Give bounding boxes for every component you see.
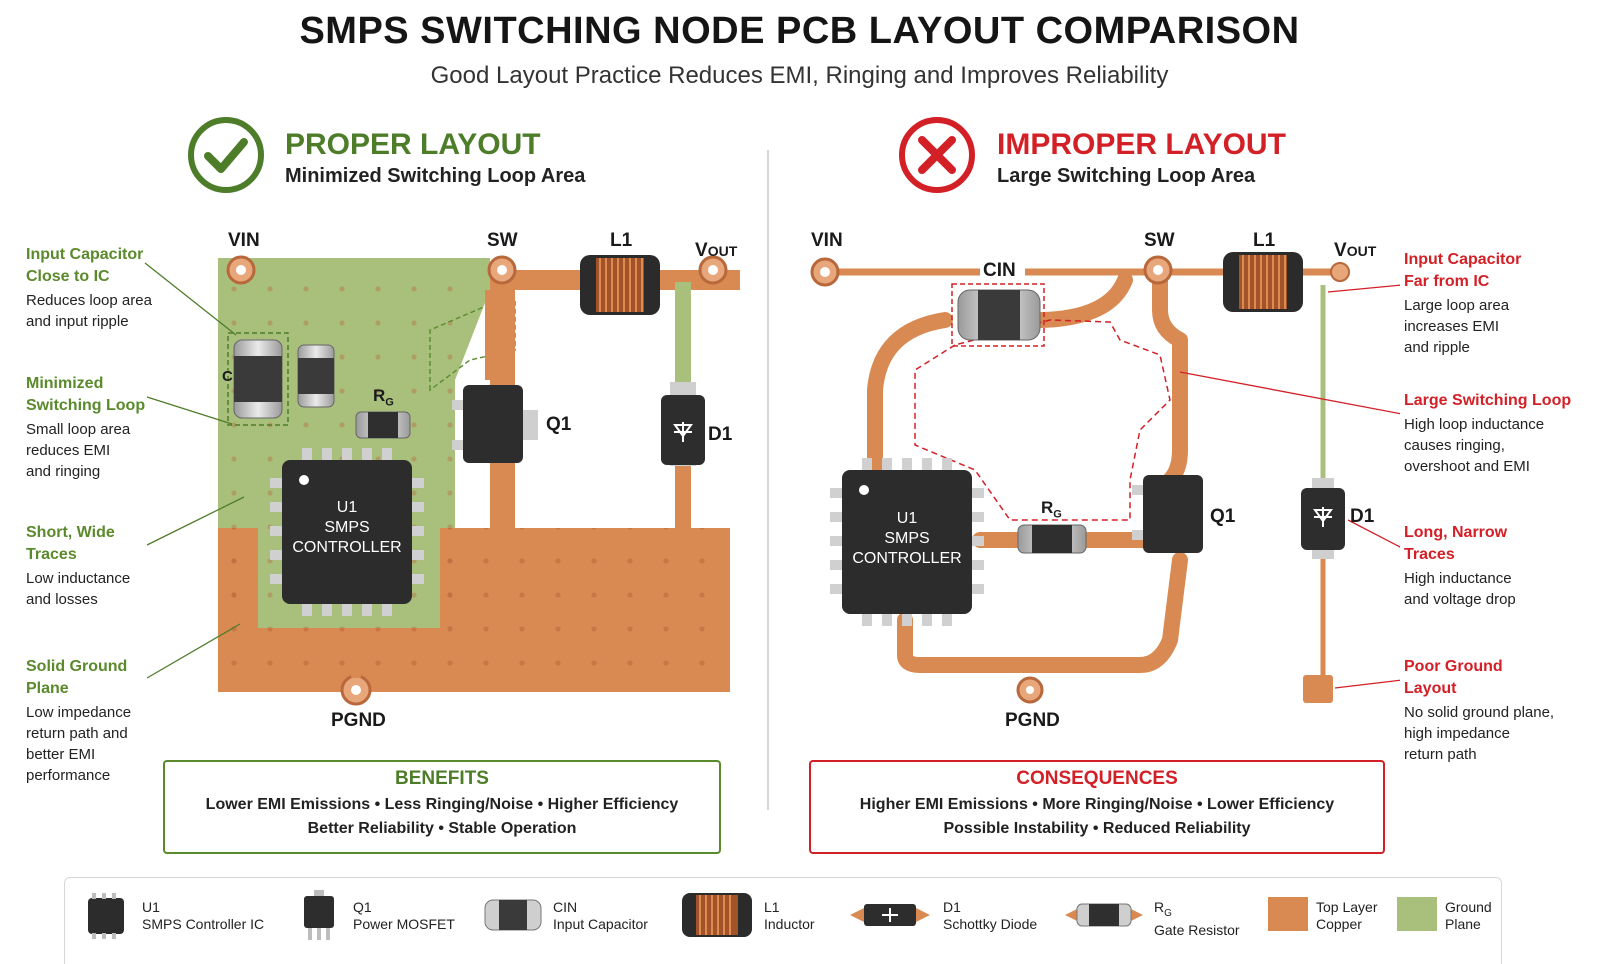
benefits-box: BENEFITS Lower EMI Emissions • Less Ring… [163, 760, 721, 854]
input-capacitor [233, 339, 283, 419]
improper-annotation-loop: Large Switching Loop High loop inductanc… [1404, 392, 1572, 475]
u1-controller-chip [270, 448, 424, 616]
improper-sw-pad [1143, 255, 1173, 285]
mosfet-icon [304, 890, 334, 940]
improper-chip-label-2: SMPS [884, 530, 930, 547]
capacitor-icon [484, 899, 542, 931]
improper-vin-label: VIN [811, 230, 843, 251]
diode-icon [850, 904, 930, 926]
proper-layout-subtitle: Minimized Switching Loop Area [285, 165, 586, 187]
consequences-line-2: Possible Instability • Reduced Reliabili… [943, 820, 1251, 837]
improper-pcb-diagram [810, 252, 1400, 704]
improper-vout-pad [1330, 262, 1350, 282]
page-title: SMPS SWITCHING NODE PCB LAYOUT COMPARISO… [299, 10, 1300, 52]
legend-bar [64, 877, 1502, 964]
consequences-box: CONSEQUENCES Higher EMI Emissions • More… [809, 760, 1385, 854]
improper-vout-label: VOUT [1334, 240, 1377, 261]
improper-q1-label: Q1 [1210, 506, 1236, 527]
improper-mosfet-q1 [1132, 475, 1203, 553]
proper-q1-label: Q1 [546, 414, 572, 435]
ic-chip-icon [88, 893, 124, 939]
improper-input-capacitor [957, 289, 1041, 341]
improper-chip-label-3: CONTROLLER [852, 550, 962, 567]
proper-chip-label-1: U1 [336, 499, 358, 516]
bypass-capacitor [297, 344, 335, 408]
ground-swatch-icon [1397, 897, 1437, 931]
inductor-icon [682, 893, 752, 937]
improper-cin-label: CIN [983, 260, 1016, 281]
proper-annotation-ground: Solid Ground Plane Low impedance return … [26, 658, 132, 784]
proper-annotation-traces: Short, Wide Traces Low inductance and lo… [26, 524, 131, 608]
sw-pad [487, 255, 517, 285]
improper-annotation-traces: Long, Narrow Traces High inductance and … [1404, 524, 1516, 608]
gate-resistor [355, 411, 411, 439]
improper-layout-title: IMPROPER LAYOUT [997, 128, 1286, 161]
proper-rg-label: RG [373, 386, 394, 409]
page-subtitle: Good Layout Practice Reduces EMI, Ringin… [430, 62, 1169, 89]
improper-u1-controller-chip [830, 458, 984, 626]
improper-inductor-l1 [1223, 252, 1303, 312]
consequences-line-1: Higher EMI Emissions • More Ringing/Nois… [859, 796, 1335, 813]
checkmark-icon [188, 117, 264, 193]
improper-d1-label: D1 [1350, 506, 1375, 527]
diode-d1 [661, 382, 705, 466]
improper-pgnd-label: PGND [1005, 710, 1060, 731]
improper-rg-label: RG [1041, 498, 1062, 521]
improper-gate-resistor [1017, 524, 1087, 554]
improper-annotation-ground: Poor Ground Layout No solid ground plane… [1404, 658, 1555, 763]
proper-pcb-diagram [144, 255, 740, 706]
proper-pgnd-label: PGND [331, 710, 386, 731]
consequences-title: CONSEQUENCES [1016, 768, 1178, 789]
improper-diode-d1 [1301, 478, 1345, 559]
proper-annotation-loop: Minimized Switching Loop Small loop area… [26, 375, 146, 480]
proper-chip-label-2: SMPS [324, 519, 370, 536]
improper-sw-label: SW [1144, 230, 1175, 251]
center-divider [767, 150, 769, 810]
mosfet-q1 [452, 385, 538, 463]
improper-l1-label: L1 [1253, 230, 1276, 251]
improper-vin-pad [810, 257, 840, 287]
resistor-icon [1065, 903, 1143, 927]
proper-annotation-input-cap: Input Capacitor Close to IC Reduces loop… [26, 246, 152, 330]
proper-layout-title: PROPER LAYOUT [285, 128, 541, 161]
improper-layout-subtitle: Large Switching Loop Area [997, 165, 1256, 187]
proper-sw-label: SW [487, 230, 518, 251]
improper-annotation-input-cap: Input Capacitor Far from IC Large loop a… [1404, 251, 1522, 356]
copper-swatch-icon [1268, 897, 1308, 931]
vout-pad [698, 255, 728, 285]
proper-l1-label: L1 [610, 230, 633, 251]
vin-pad [226, 255, 256, 285]
cross-icon [899, 117, 975, 193]
inductor-l1 [580, 255, 660, 315]
proper-vin-label: VIN [228, 230, 260, 251]
proper-vout-label: VOUT [695, 240, 738, 261]
pgnd-pad [340, 674, 372, 706]
improper-pgnd-pad [1016, 676, 1044, 704]
benefits-title: BENEFITS [395, 768, 489, 789]
benefits-line-2: Better Reliability • Stable Operation [307, 820, 577, 837]
benefits-line-1: Lower EMI Emissions • Less Ringing/Noise… [205, 796, 679, 813]
proper-d1-label: D1 [708, 424, 733, 445]
proper-chip-label-3: CONTROLLER [292, 539, 402, 556]
improper-chip-label-1: U1 [896, 510, 918, 527]
proper-cap-label: C [222, 368, 233, 385]
